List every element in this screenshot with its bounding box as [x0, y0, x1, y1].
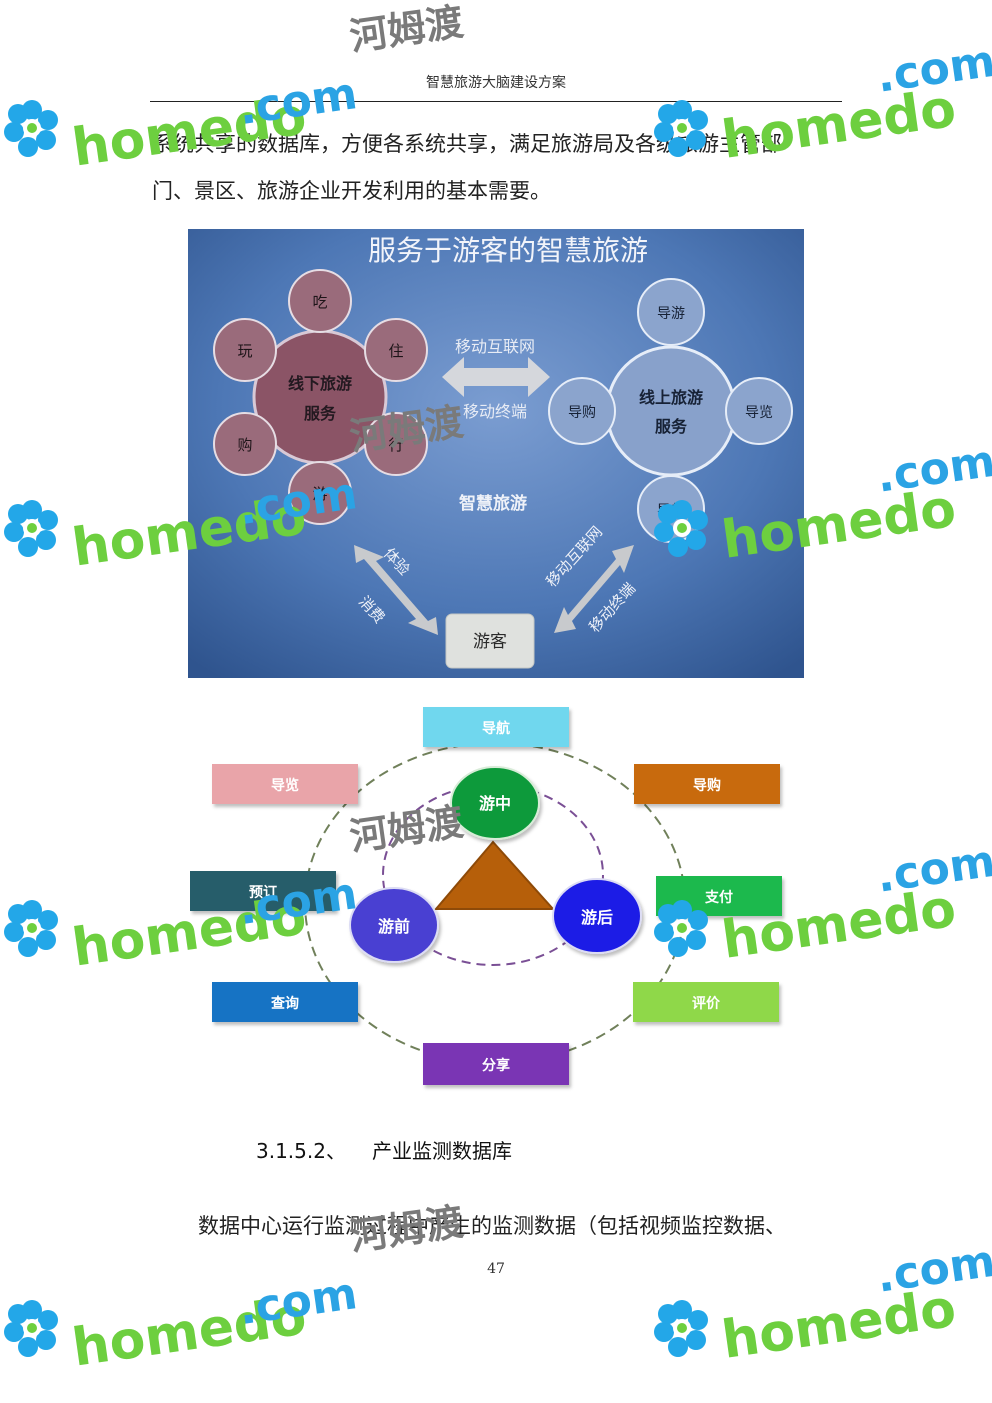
before-tour-label: 游前 [378, 917, 410, 936]
online-item-circle [725, 377, 793, 445]
online-center-label: 线上旅游 [639, 388, 703, 407]
watermark-dotcom: .com [874, 836, 992, 903]
center-label: 智慧旅游 [459, 493, 527, 514]
offline-center-label: 线下旅游 [288, 374, 352, 393]
online-item-shopping-guide: 导购 [568, 405, 596, 421]
navigation-box [423, 707, 569, 747]
watermark-en: homedo [69, 1286, 310, 1378]
offline-item-circle [213, 318, 277, 382]
online-item-browse-guide: 导览 [745, 405, 773, 421]
offline-item-circle [364, 318, 428, 382]
diagram1-title: 服务于游客的智慧旅游 [368, 234, 648, 267]
paragraph-line-1: 系统共享的数据库，方便各系统共享，满足旅游局及各级旅游主管部 [152, 132, 782, 156]
during-tour-circle [450, 766, 540, 840]
section-number: 3.1.5.2、 [256, 1139, 346, 1163]
review-box-label: 评价 [692, 996, 721, 1012]
offline-item-circle [213, 412, 277, 476]
online-item-navigation: 导航 [657, 503, 685, 519]
query-box-label: 查询 [271, 995, 299, 1012]
shopping-box [634, 764, 780, 804]
online-item-tour-guide: 导游 [657, 306, 685, 322]
watermark-en: homedo [718, 1279, 959, 1371]
during-tour-label: 游中 [479, 794, 511, 813]
after-tour-circle [552, 878, 642, 954]
shopping-box-label: 导购 [693, 777, 721, 794]
share-box [423, 1043, 569, 1085]
section-heading: 3.1.5.2、 产业监测数据库 [256, 1135, 512, 1164]
double-arrow-top [442, 357, 550, 397]
offline-center-label-2: 服务 [304, 404, 337, 423]
tourist-box [445, 613, 535, 669]
watermark-dotcom: .com [874, 36, 992, 103]
guide-box [212, 764, 358, 804]
offline-item-eat: 吃 [312, 293, 327, 311]
payment-box-label: 支付 [704, 889, 733, 906]
arrow-bottom-label: 移动终端 [463, 402, 527, 421]
offline-item-stay: 住 [388, 342, 403, 360]
paragraph-2: 数据中心运行监测过程中产生的监测数据（包括视频监控数据、 [198, 1214, 786, 1238]
booking-box-label: 预订 [249, 884, 277, 901]
navigation-box-label: 导航 [482, 720, 510, 737]
booking-box [190, 871, 336, 911]
smart-tourism-diagram: 服务于游客的智慧旅游 线下旅游 服务 吃 住 行 游 购 玩 线上旅游 服务 导… [188, 229, 804, 678]
review-box [633, 982, 779, 1022]
offline-item-travel: 行 [388, 436, 403, 454]
share-box-label: 分享 [482, 1057, 510, 1074]
center-triangle [433, 840, 556, 910]
online-item-circle [637, 278, 705, 346]
watermark-dotcom: .com [874, 436, 992, 503]
watermark-cn: 河姆渡 [347, 0, 466, 59]
arrow-top-label: 移动互联网 [455, 337, 535, 356]
section-title: 产业监测数据库 [371, 1139, 512, 1163]
diagonal-arrow-left [354, 545, 438, 635]
flower-logo-icon [4, 100, 58, 157]
header-rule [150, 101, 842, 102]
query-box [212, 982, 358, 1022]
page-number: 47 [487, 1261, 505, 1277]
flower-logo-icon [4, 900, 58, 957]
offline-item-circle [288, 461, 352, 525]
before-tour-circle [349, 887, 439, 963]
flower-logo-icon [4, 500, 58, 557]
online-center-circle [605, 345, 737, 477]
offline-item-play: 玩 [237, 342, 252, 360]
watermark-dotcom: .com [236, 1268, 361, 1335]
offline-item-circle [288, 269, 352, 333]
tour-stage-diagram: 游中 游前 游后 导航 导览 导购 预订 支付 查询 评价 分享 [190, 707, 782, 1085]
online-center-label-2: 服务 [655, 417, 688, 436]
flower-logo-icon [4, 1300, 58, 1357]
page-header: 智慧旅游大脑建设方案 [426, 75, 566, 91]
paragraph-line-2: 门、景区、旅游企业开发利用的基本需要。 [152, 179, 551, 203]
online-item-circle [548, 377, 616, 445]
after-tour-label: 游后 [581, 908, 613, 927]
offline-service-cluster: 线下旅游 服务 吃 住 行 游 购 玩 [213, 269, 428, 525]
offline-item-shop: 购 [237, 436, 252, 454]
tourist-label: 游客 [473, 632, 507, 652]
flower-logo-icon [654, 1300, 708, 1357]
diagonal-arrow-right [554, 545, 634, 633]
offline-item-tour: 游 [312, 485, 327, 503]
guide-box-label: 导览 [271, 777, 299, 794]
offline-item-circle [364, 412, 428, 476]
